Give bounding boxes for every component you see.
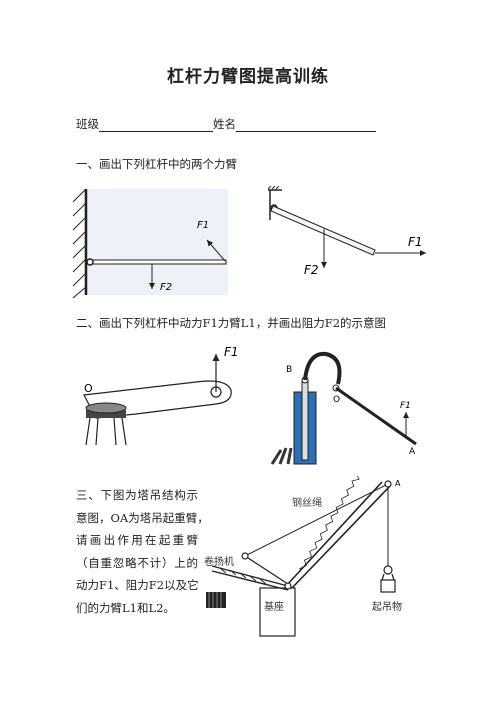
q3-crane-figure: A 钢丝绳 卷扬机 基座 起吊物 xyxy=(204,476,402,637)
q2-fig1-o-label: O xyxy=(84,382,93,395)
q2-fig2-o-label: O xyxy=(333,395,340,405)
q1-figure2-lever: F2 F1 xyxy=(267,186,426,277)
q3-line-6: 们的力臂L1和L2。 xyxy=(76,600,175,615)
name-label: 姓名 xyxy=(213,117,236,131)
crane-base-label: 基座 xyxy=(264,600,284,613)
q1-figures: F1 F2 F2 F1 xyxy=(72,186,426,299)
q2-figure2-pump: B O F1 A xyxy=(270,351,417,465)
crane-structure xyxy=(206,476,396,637)
class-field[interactable] xyxy=(99,119,213,132)
crane-a-label: A xyxy=(395,479,401,488)
q1-fig1-f1-label: F1 xyxy=(197,220,209,231)
q1-prompt: 一、画出下列杠杆中的两个力臂 xyxy=(76,157,237,171)
q1-fig2-f2-label: F2 xyxy=(304,263,319,277)
q2-fig1-f1-label: F1 xyxy=(224,345,239,359)
q3-line-4: （自重忽略不计）上的 xyxy=(76,555,198,570)
name-field[interactable] xyxy=(236,119,376,132)
q2-figure1-lever: F1 O xyxy=(83,340,239,446)
q1-figure1-lever: F1 F2 xyxy=(72,188,228,299)
class-name-row: 班级 姓名 xyxy=(76,116,376,132)
q2-fig2-a-label: A xyxy=(409,447,416,457)
q2-fig2-f1-label: F1 xyxy=(400,401,411,411)
q2-figures: F1 O B O F1 A xyxy=(83,340,417,465)
q1-fig1-f2-label: F2 xyxy=(160,282,172,293)
q1-fig2-f1-label: F1 xyxy=(408,235,423,249)
crane-load-label: 起吊物 xyxy=(372,600,402,613)
q2-prompt: 二、画出下列杠杆中动力F1力臂L1，并画出阻力F2的示意图 xyxy=(76,316,387,330)
crane-wire-label: 钢丝绳 xyxy=(292,496,322,509)
q3-line-3: 请画出作用在起重臂 xyxy=(76,533,198,547)
crane-winch-label: 卷扬机 xyxy=(204,555,234,568)
class-label: 班级 xyxy=(76,117,99,131)
q3-line-5: 动力F1、阻力F2以及它 xyxy=(76,578,199,592)
q3-prompt: 三、下图为塔吊结构示 意图，OA为塔吊起重臂， 请画出作用在起重臂 （自重忽略不… xyxy=(76,484,209,619)
q3-line-2: 意图，OA为塔吊起重臂， xyxy=(76,510,209,525)
q3-line-1: 三、下图为塔吊结构示 xyxy=(76,488,198,502)
q2-fig2-b-label: B xyxy=(286,365,292,375)
page-title: 杠杆力臂图提高训练 xyxy=(167,67,329,87)
